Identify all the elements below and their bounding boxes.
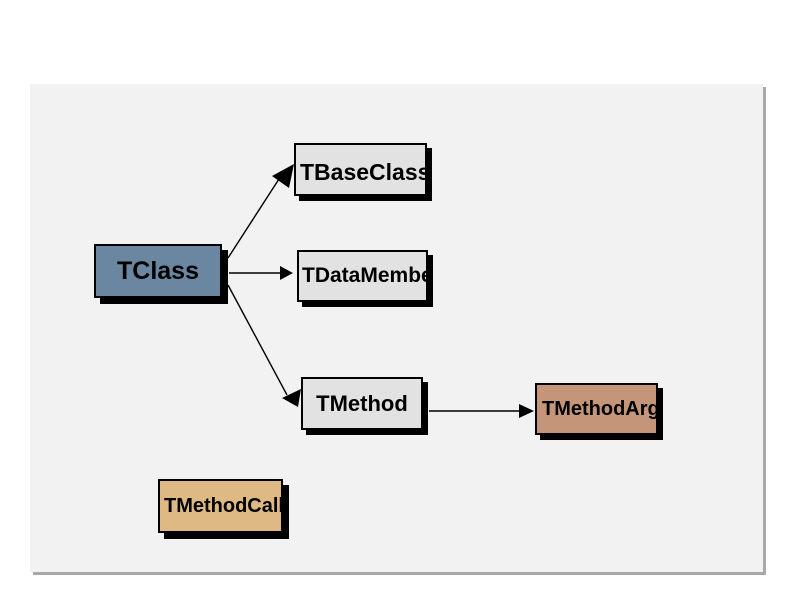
node-tbaseclass: TBaseClass xyxy=(294,143,427,196)
node-tclass: TClass xyxy=(94,244,222,298)
node-tmethodarg: TMethodArg xyxy=(535,383,658,435)
node-tmethodcall-label: TMethodCall xyxy=(164,494,283,517)
node-tmethod: TMethod xyxy=(301,377,423,430)
node-tdatamember-label: TDataMember xyxy=(302,264,428,287)
node-tdatamember: TDataMember xyxy=(297,250,428,302)
node-tmethodcall: TMethodCall xyxy=(158,479,283,533)
node-tmethodarg-label: TMethodArg xyxy=(542,397,658,420)
node-tmethod-label: TMethod xyxy=(316,390,408,416)
node-tclass-label: TClass xyxy=(117,256,199,285)
node-tbaseclass-label: TBaseClass xyxy=(300,159,427,185)
